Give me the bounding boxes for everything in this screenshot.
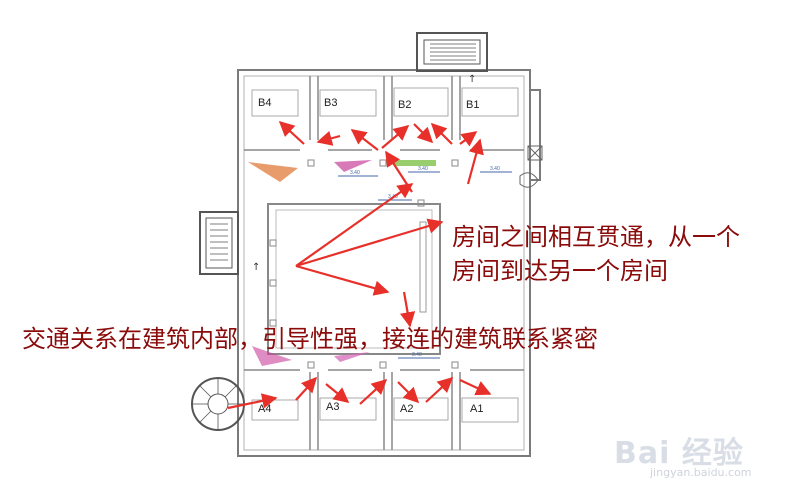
arrow-courtyard-ne bbox=[295, 218, 444, 268]
svg-text:↑: ↑ bbox=[468, 74, 476, 85]
room-label-a3: A3 bbox=[326, 401, 339, 413]
room-label-a1: A1 bbox=[470, 403, 483, 415]
watermark-logo: Bai 经验 bbox=[614, 436, 744, 471]
room-label-b1: B1 bbox=[466, 99, 479, 111]
left-staircase bbox=[199, 211, 239, 275]
room-label-b4: B4 bbox=[258, 97, 271, 109]
watermark-url: jingyan.baidu.com bbox=[650, 466, 752, 479]
arrow-b4-b3 bbox=[316, 130, 341, 146]
top-staircase bbox=[416, 32, 488, 72]
arrow-a4-a3 bbox=[295, 376, 318, 401]
room-label-b3: B3 bbox=[324, 97, 337, 109]
room-label-a4: A4 bbox=[258, 403, 271, 415]
arrow-a3 bbox=[325, 383, 350, 403]
circulation-arrows bbox=[227, 120, 492, 410]
arrow-to-b4 bbox=[278, 120, 305, 145]
arrow-b2-b1 bbox=[413, 123, 434, 144]
exhibit-orange bbox=[248, 162, 298, 182]
dimension-lines bbox=[338, 171, 512, 359]
room-labels-top: B4 B3 B2 B1 bbox=[258, 97, 479, 111]
arrow-courtyard-nw bbox=[295, 183, 414, 267]
exhibit-pink-top bbox=[334, 160, 372, 172]
annotation-room-connection: 房间之间相互贯通，从一个 房间到达另一个房间 bbox=[452, 220, 740, 288]
arrow-b3-b2a bbox=[350, 129, 379, 151]
arrow-b3-b2b bbox=[381, 125, 410, 149]
annotation-right-line1: 房间之间相互贯通，从一个 bbox=[452, 223, 740, 251]
exhibit-pink-bottom bbox=[334, 352, 370, 362]
dim-label-5: 3.40 bbox=[412, 352, 422, 358]
annotation-circulation: 交通关系在建筑内部，引导性强，接连的建筑联系紧密 bbox=[22, 325, 598, 353]
arrow-a2 bbox=[397, 381, 420, 404]
room-label-b2: B2 bbox=[398, 99, 411, 111]
arrow-corridor-up bbox=[466, 138, 484, 185]
corridor-pillars bbox=[269, 159, 459, 369]
exhibit-displays bbox=[248, 160, 436, 366]
top-room-display-boxes bbox=[251, 87, 519, 117]
dim-label-4: 3.40 bbox=[490, 166, 500, 172]
arrow-to-b1 bbox=[459, 131, 478, 147]
arrow-corridor-down bbox=[400, 291, 416, 328]
arrow-a3-a2 bbox=[359, 378, 388, 405]
annotation-right-line2: 房间到达另一个房间 bbox=[452, 257, 668, 285]
dim-label-2: 3.40 bbox=[418, 166, 428, 172]
arrow-b1-up bbox=[430, 122, 453, 145]
exhibit-pink-left bbox=[252, 346, 292, 366]
spiral-staircase bbox=[191, 377, 245, 431]
top-room-walls bbox=[244, 76, 524, 151]
dim-label-1: 3.40 bbox=[350, 170, 360, 176]
svg-text:↑: ↑ bbox=[252, 262, 260, 273]
entrance-marks: ↑ ↑ bbox=[252, 74, 476, 273]
arrow-a1 bbox=[459, 379, 492, 396]
room-labels-bottom: A4 A3 A2 A1 bbox=[258, 401, 483, 415]
baidu-jingyan-watermark: Bai 经验 jingyan.baidu.com bbox=[614, 428, 794, 488]
arrow-into-a4 bbox=[227, 393, 278, 410]
arrow-courtyard-s bbox=[295, 264, 390, 296]
right-side-element bbox=[519, 145, 543, 188]
exhibit-green bbox=[394, 160, 436, 166]
arrow-a2-a1 bbox=[425, 376, 454, 403]
room-label-a2: A2 bbox=[400, 403, 413, 415]
